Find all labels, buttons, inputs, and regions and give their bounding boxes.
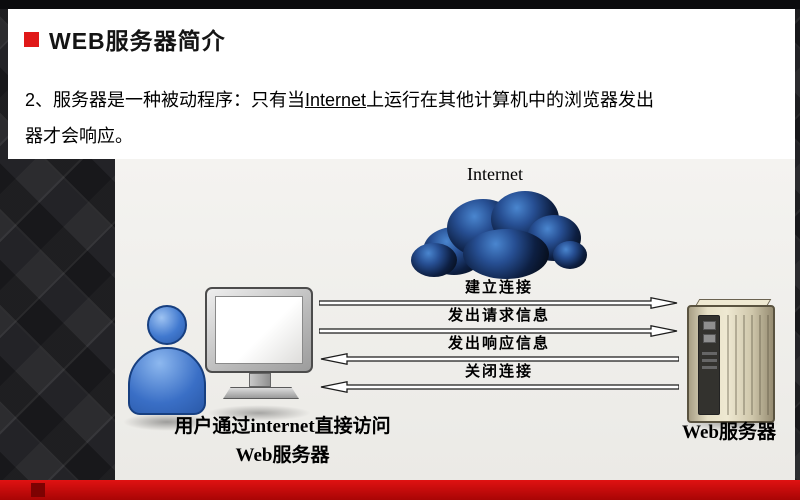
arrow-left-icon — [320, 381, 679, 393]
server-vent-stripes — [727, 315, 769, 415]
body-line1-keyword: Internet — [305, 90, 367, 110]
user-icon — [123, 305, 213, 433]
bottom-bar — [0, 480, 800, 500]
web-server-icon — [681, 299, 781, 431]
user-shadow — [123, 413, 211, 431]
client-server-diagram: Internet 建立连接 发出请求信息 — [115, 159, 795, 480]
body-text-line1: 2、服务器是一种被动程序：只有当Internet上运行在其他计算机中的浏览器发出 — [25, 87, 793, 113]
monitor-shadow — [207, 405, 311, 421]
monitor-neck — [249, 373, 271, 387]
arrow-close-connection: 关闭连接 — [315, 365, 683, 393]
arrow-send-response: 发出响应信息 — [315, 337, 683, 365]
server-label: Web服务器 — [682, 422, 776, 443]
arrow-left-icon — [320, 353, 679, 365]
user-head — [147, 305, 187, 345]
body-line1-post: 上运行在其他计算机中的浏览器发出 — [366, 90, 655, 110]
body-text-line2: 器才会响应。 — [25, 126, 133, 146]
slide-text-panel: WEB服务器简介 2、服务器是一种被动程序：只有当Internet上运行在其他计… — [8, 9, 795, 159]
monitor-screen — [215, 296, 303, 364]
title-row: WEB服务器简介 — [24, 22, 226, 56]
internet-label: Internet — [467, 164, 523, 184]
server-body — [687, 305, 775, 423]
connection-arrows: 建立连接 发出请求信息 发出响应信息 关闭连接 — [315, 281, 683, 393]
page-title: WEB服务器简介 — [49, 28, 226, 54]
title-bullet-square — [24, 31, 39, 47]
monitor-base — [223, 387, 299, 399]
arrow-label: 关闭连接 — [464, 364, 533, 380]
arrow-label: 发出响应信息 — [447, 336, 550, 352]
internet-cloud-icon — [411, 185, 587, 287]
bottom-bar-accent-square — [31, 483, 45, 497]
computer-monitor-icon — [201, 287, 319, 425]
server-front-panel — [698, 315, 720, 415]
user-torso — [128, 347, 206, 415]
arrow-right-icon — [319, 325, 678, 337]
arrow-send-request: 发出请求信息 — [315, 309, 683, 337]
top-bar — [0, 0, 800, 9]
arrow-label: 发出请求信息 — [447, 308, 550, 324]
monitor-frame — [205, 287, 313, 373]
body-line1-pre: 2、服务器是一种被动程序：只有当 — [25, 90, 306, 110]
arrow-right-icon — [319, 297, 678, 309]
client-caption-line1: 用户通过internet直接访问 — [174, 416, 391, 437]
arrow-establish-connection: 建立连接 — [315, 281, 683, 309]
client-caption-line2: Web服务器 — [235, 445, 330, 466]
arrow-label: 建立连接 — [464, 280, 533, 296]
